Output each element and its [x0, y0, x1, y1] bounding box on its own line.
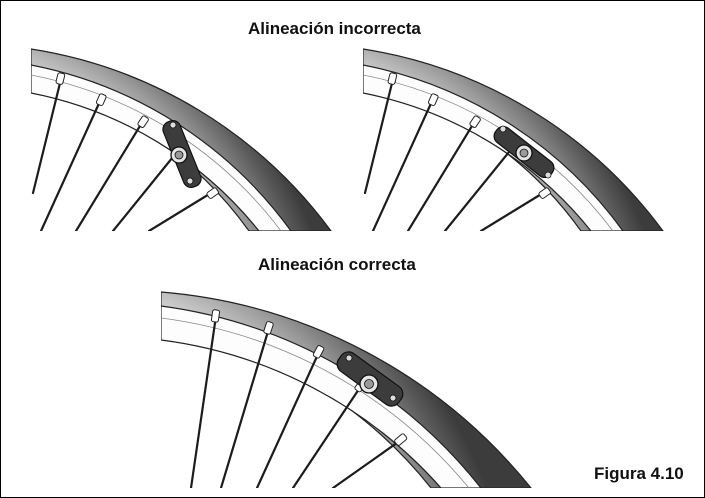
spoke-nipples — [387, 72, 551, 199]
wheel-panel-correct — [161, 291, 532, 488]
spokes — [189, 314, 403, 488]
spokes — [31, 77, 213, 231]
figure-caption: Figura 4.10 — [594, 464, 684, 483]
correct-alignment-heading: Alineación correcta — [258, 255, 416, 274]
spoke-nipples — [55, 72, 219, 199]
rim — [363, 64, 624, 231]
rim — [31, 64, 292, 231]
incorrect-alignment-heading: Alineación incorrecta — [248, 19, 421, 38]
brake-pad — [336, 351, 404, 407]
wheel-panel-incorrect-1 — [31, 48, 332, 231]
brake-pad — [493, 125, 555, 179]
brake-pad — [162, 119, 202, 189]
wheel-panel-incorrect-2 — [363, 48, 664, 231]
spokes — [363, 77, 545, 231]
